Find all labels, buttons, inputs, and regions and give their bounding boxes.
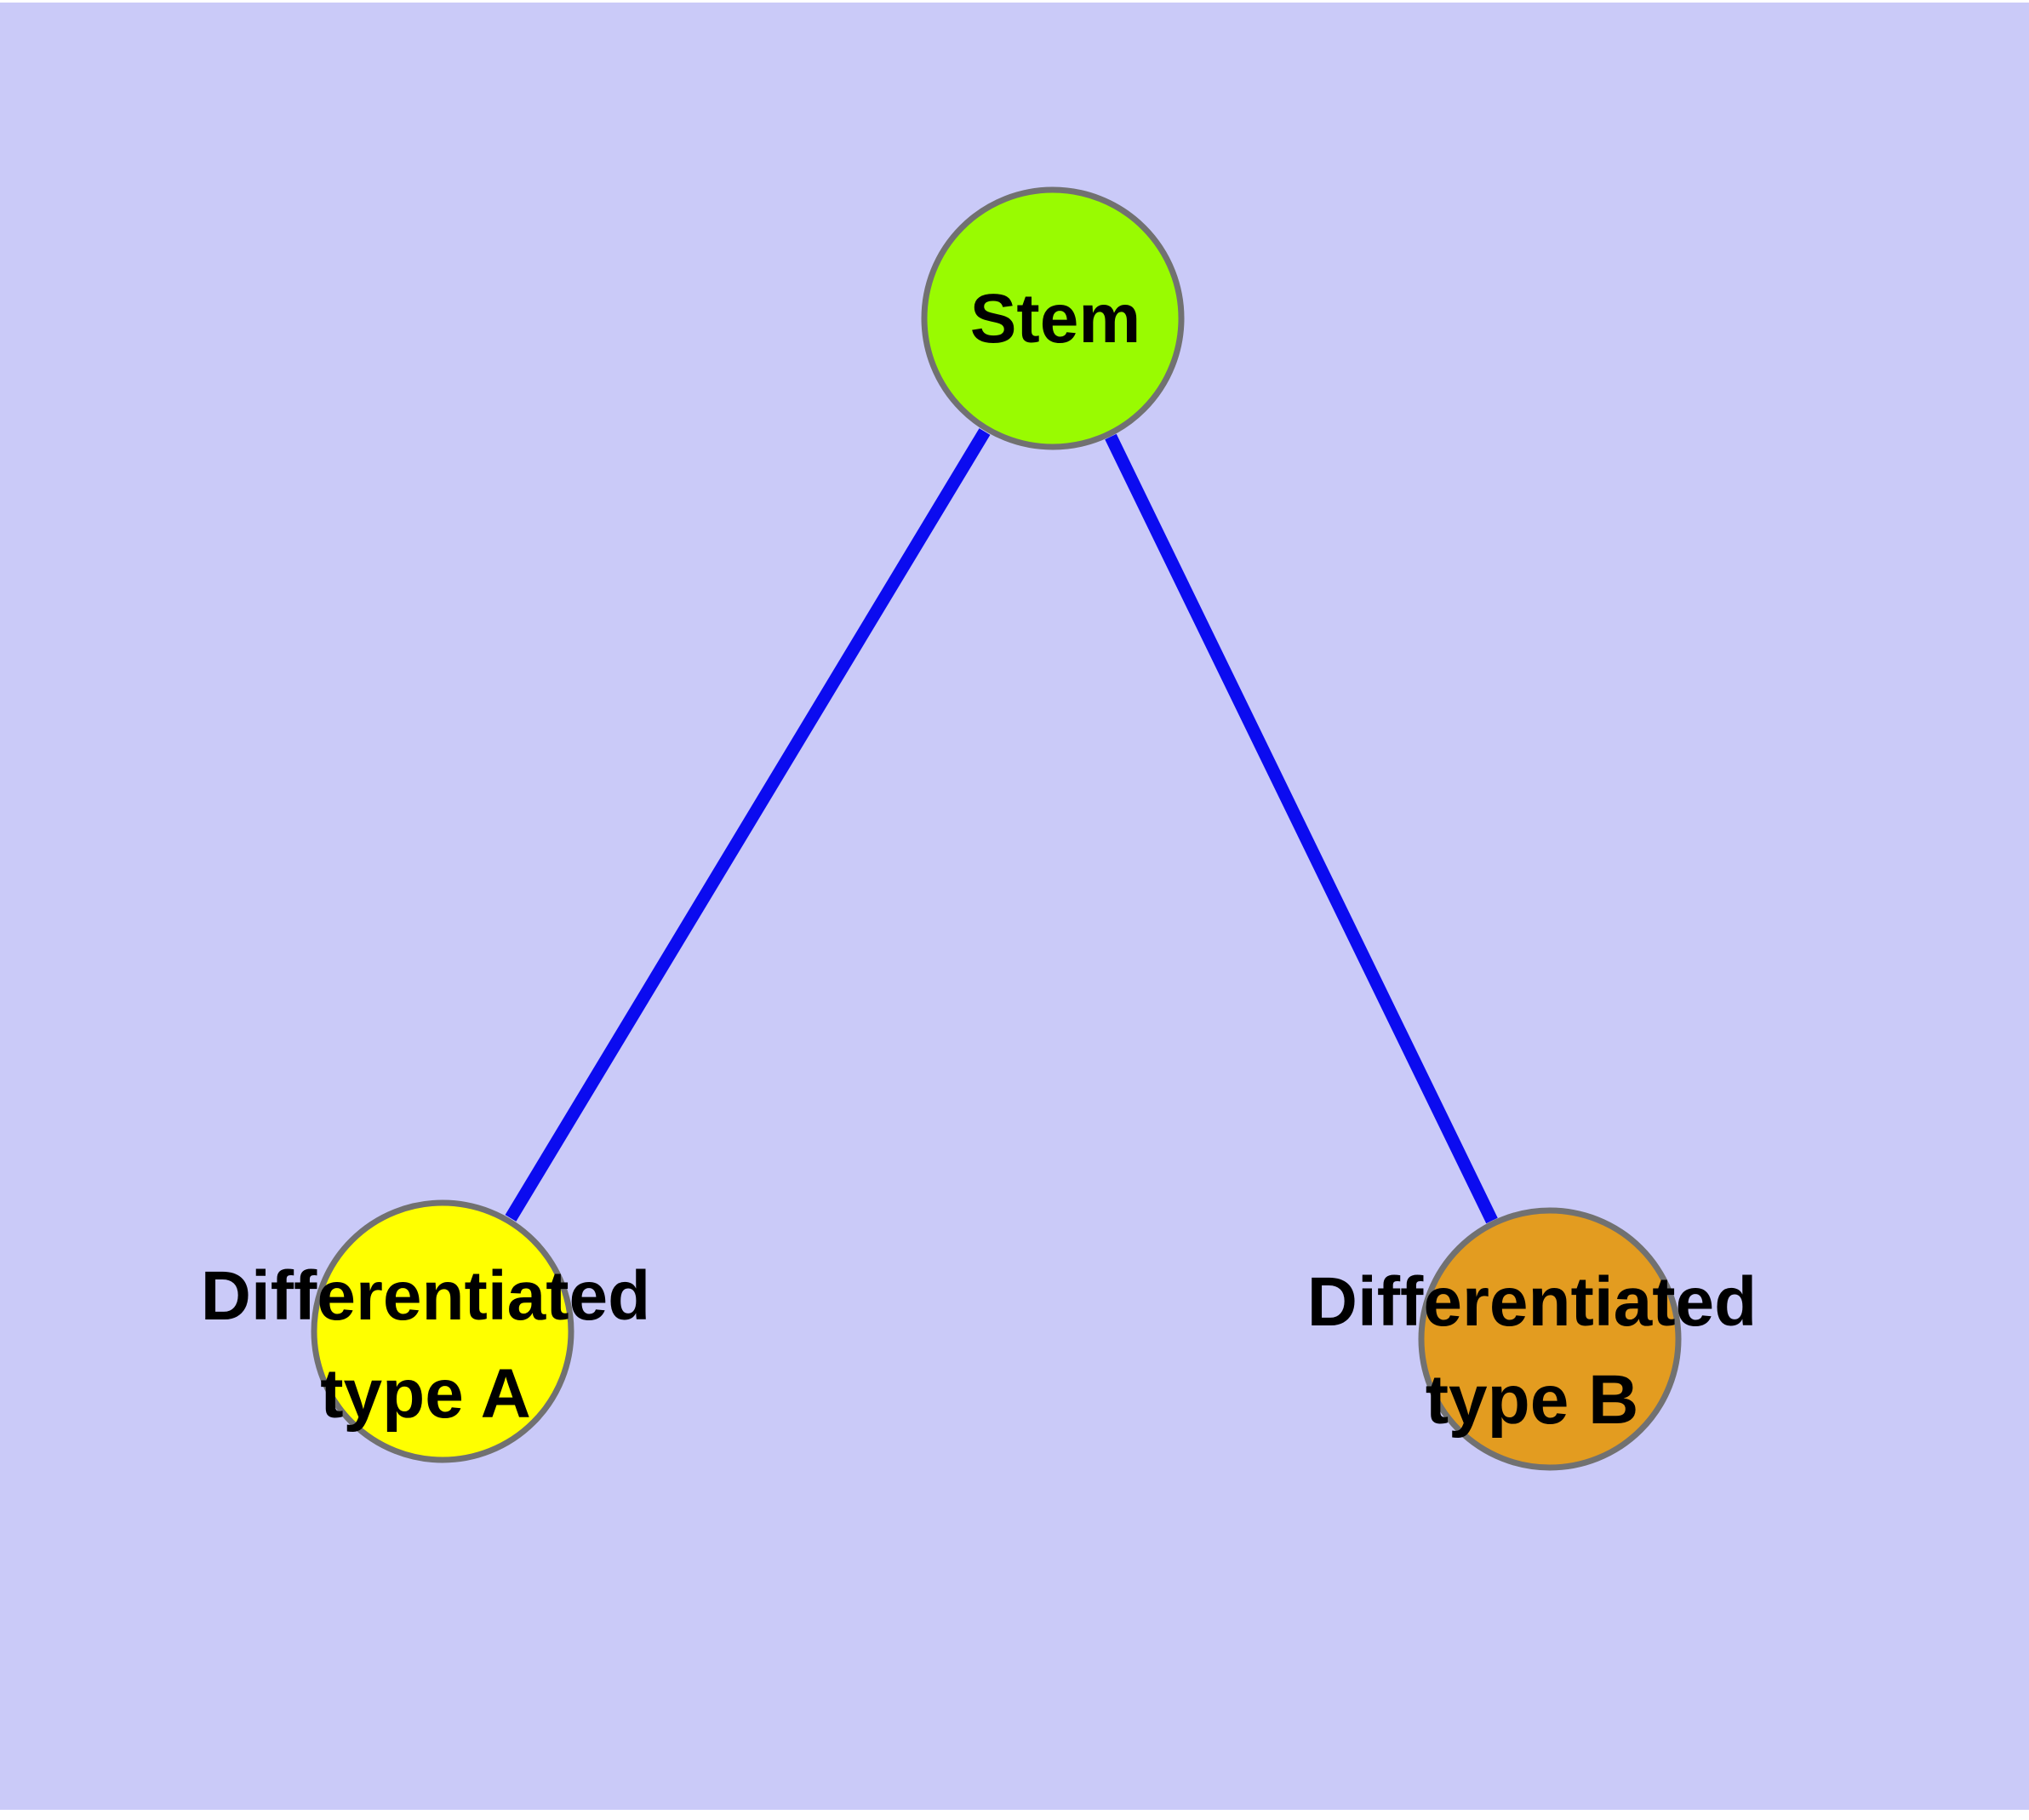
node-differentiated-type-b xyxy=(1418,1207,1682,1471)
node-label-differentiated-type-b: Differentiated type B xyxy=(1307,1263,1758,1439)
node-label-line: type B xyxy=(1426,1361,1639,1439)
node-label-stem: Stem xyxy=(970,280,1141,358)
node-label-line: type A xyxy=(320,1355,531,1433)
node-label-line: Differentiated xyxy=(1307,1263,1758,1341)
node-stem xyxy=(921,186,1185,450)
node-label-line: Differentiated xyxy=(201,1257,651,1335)
node-label-line: Stem xyxy=(970,280,1141,358)
edge-stem-to-differentiated-type-a xyxy=(505,428,991,1222)
node-label-differentiated-type-a: Differentiated type A xyxy=(201,1257,651,1433)
node-differentiated-type-a xyxy=(311,1199,574,1463)
edge-stem-to-differentiated-type-b xyxy=(1105,433,1498,1224)
